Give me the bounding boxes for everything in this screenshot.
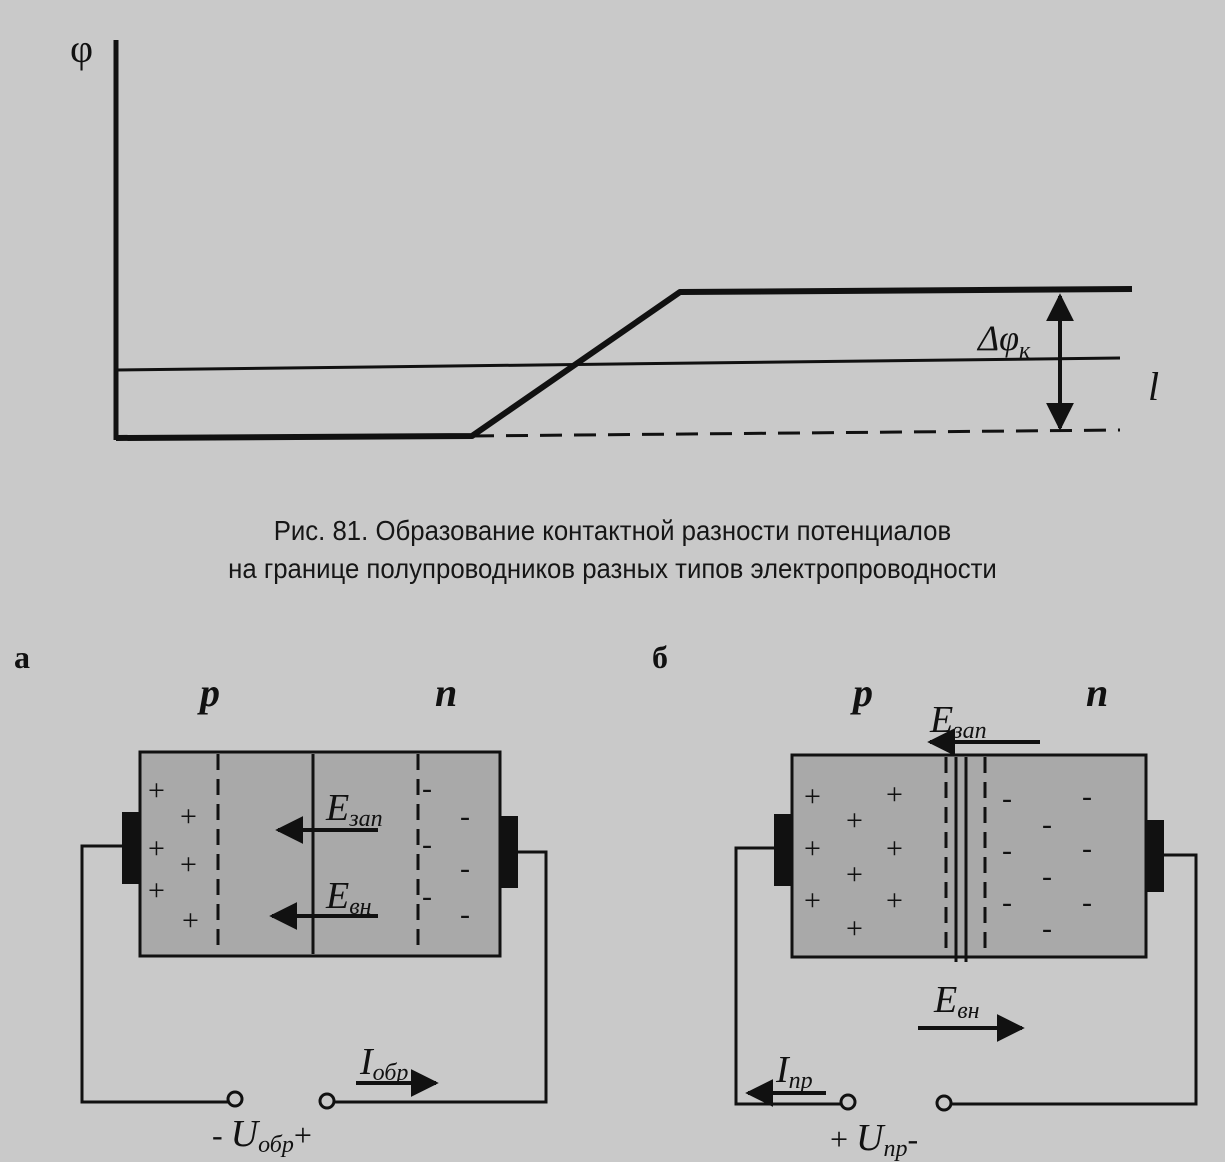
svg-text:-: - xyxy=(1042,860,1052,893)
negative-charges: -- -- -- xyxy=(422,772,470,931)
right-contact xyxy=(500,816,518,888)
terminal-left xyxy=(226,1090,244,1108)
circuit-wire-left xyxy=(80,844,230,1104)
svg-text:+: + xyxy=(180,800,197,833)
caption-line-1: Рис. 81. Образование контактной разности… xyxy=(273,515,952,546)
voltage-label: +Uпр- xyxy=(830,1117,918,1162)
svg-text:+: + xyxy=(846,804,863,837)
n-region-label: n xyxy=(1086,670,1108,715)
terminal-left xyxy=(839,1093,857,1111)
terminal-right xyxy=(318,1092,336,1110)
p-region-label: p xyxy=(850,670,873,715)
svg-text:-: - xyxy=(1042,808,1052,841)
svg-text:-: - xyxy=(460,898,470,931)
svg-text:-: - xyxy=(1002,834,1012,867)
svg-text:+: + xyxy=(846,858,863,891)
positive-charges: + + + + + + + + + xyxy=(804,778,903,945)
svg-text:+: + xyxy=(148,874,165,907)
y-axis-label: φ xyxy=(70,26,93,71)
circuit-wire-right xyxy=(332,850,548,1104)
n-region-label: n xyxy=(435,670,457,715)
delta-phi-label: Δφк xyxy=(976,318,1031,364)
current-label: Iобр xyxy=(359,1041,408,1086)
svg-text:-: - xyxy=(1042,912,1052,945)
reference-dashed-line xyxy=(471,428,1121,438)
svg-text:-: - xyxy=(460,852,470,885)
svg-text:+: + xyxy=(804,884,821,917)
e-zap-label: Eзап xyxy=(929,699,987,744)
svg-text:+: + xyxy=(148,774,165,807)
panel-a: а p n ++ ++ ++ -- -- -- Eзап Eвн xyxy=(14,639,548,1158)
svg-text:-: - xyxy=(1082,886,1092,919)
e-zap-label: Eзап xyxy=(325,787,383,832)
svg-text:-: - xyxy=(422,828,432,861)
pn-crystal xyxy=(138,750,502,958)
e-vn-label: Eвн xyxy=(933,979,980,1024)
x-axis-label: l xyxy=(1148,364,1159,409)
potential-curve xyxy=(115,286,1133,441)
caption-line-2: на границе полупроводников разных типов … xyxy=(228,553,997,584)
voltage-label: -Uобр+ xyxy=(212,1113,312,1158)
potential-diagram: φ Δφк l xyxy=(70,26,1159,441)
svg-text:-: - xyxy=(1082,832,1092,865)
positive-charges: + + + + + + xyxy=(148,774,199,937)
svg-text:+: + xyxy=(180,848,197,881)
left-contact xyxy=(774,814,792,886)
svg-text:+: + xyxy=(886,778,903,811)
svg-text:+: + xyxy=(886,884,903,917)
panel-a-letter: а xyxy=(14,639,30,675)
svg-text:+: + xyxy=(886,832,903,865)
right-contact xyxy=(1146,820,1164,892)
negative-charges: -- - -- - -- - xyxy=(1002,780,1092,945)
terminal-right xyxy=(935,1094,953,1112)
svg-text:+: + xyxy=(148,832,165,865)
panel-b-letter: б xyxy=(652,639,668,675)
figure-caption: Рис. 81. Образование контактной разности… xyxy=(49,512,1176,588)
svg-text:+: + xyxy=(804,832,821,865)
current-label: Iпр xyxy=(775,1049,813,1094)
p-region-label: p xyxy=(197,670,220,715)
svg-text:-: - xyxy=(1082,780,1092,813)
svg-text:+: + xyxy=(182,904,199,937)
panel-b: б p n Eзап ++ + ++ + ++ + -- - -- - -- - xyxy=(652,639,1198,1162)
svg-text:+: + xyxy=(804,780,821,813)
circuit-wire-left xyxy=(734,846,842,1106)
svg-text:-: - xyxy=(1002,782,1012,815)
fermi-level-line xyxy=(115,356,1121,372)
left-contact xyxy=(122,812,140,884)
svg-text:-: - xyxy=(1002,886,1012,919)
svg-text:-: - xyxy=(422,772,432,805)
svg-text:-: - xyxy=(422,880,432,913)
svg-text:+: + xyxy=(846,912,863,945)
svg-text:-: - xyxy=(460,800,470,833)
pn-crystal xyxy=(790,753,1148,959)
circuit-wire-right xyxy=(950,853,1198,1106)
e-vn-label: Eвн xyxy=(325,875,372,920)
